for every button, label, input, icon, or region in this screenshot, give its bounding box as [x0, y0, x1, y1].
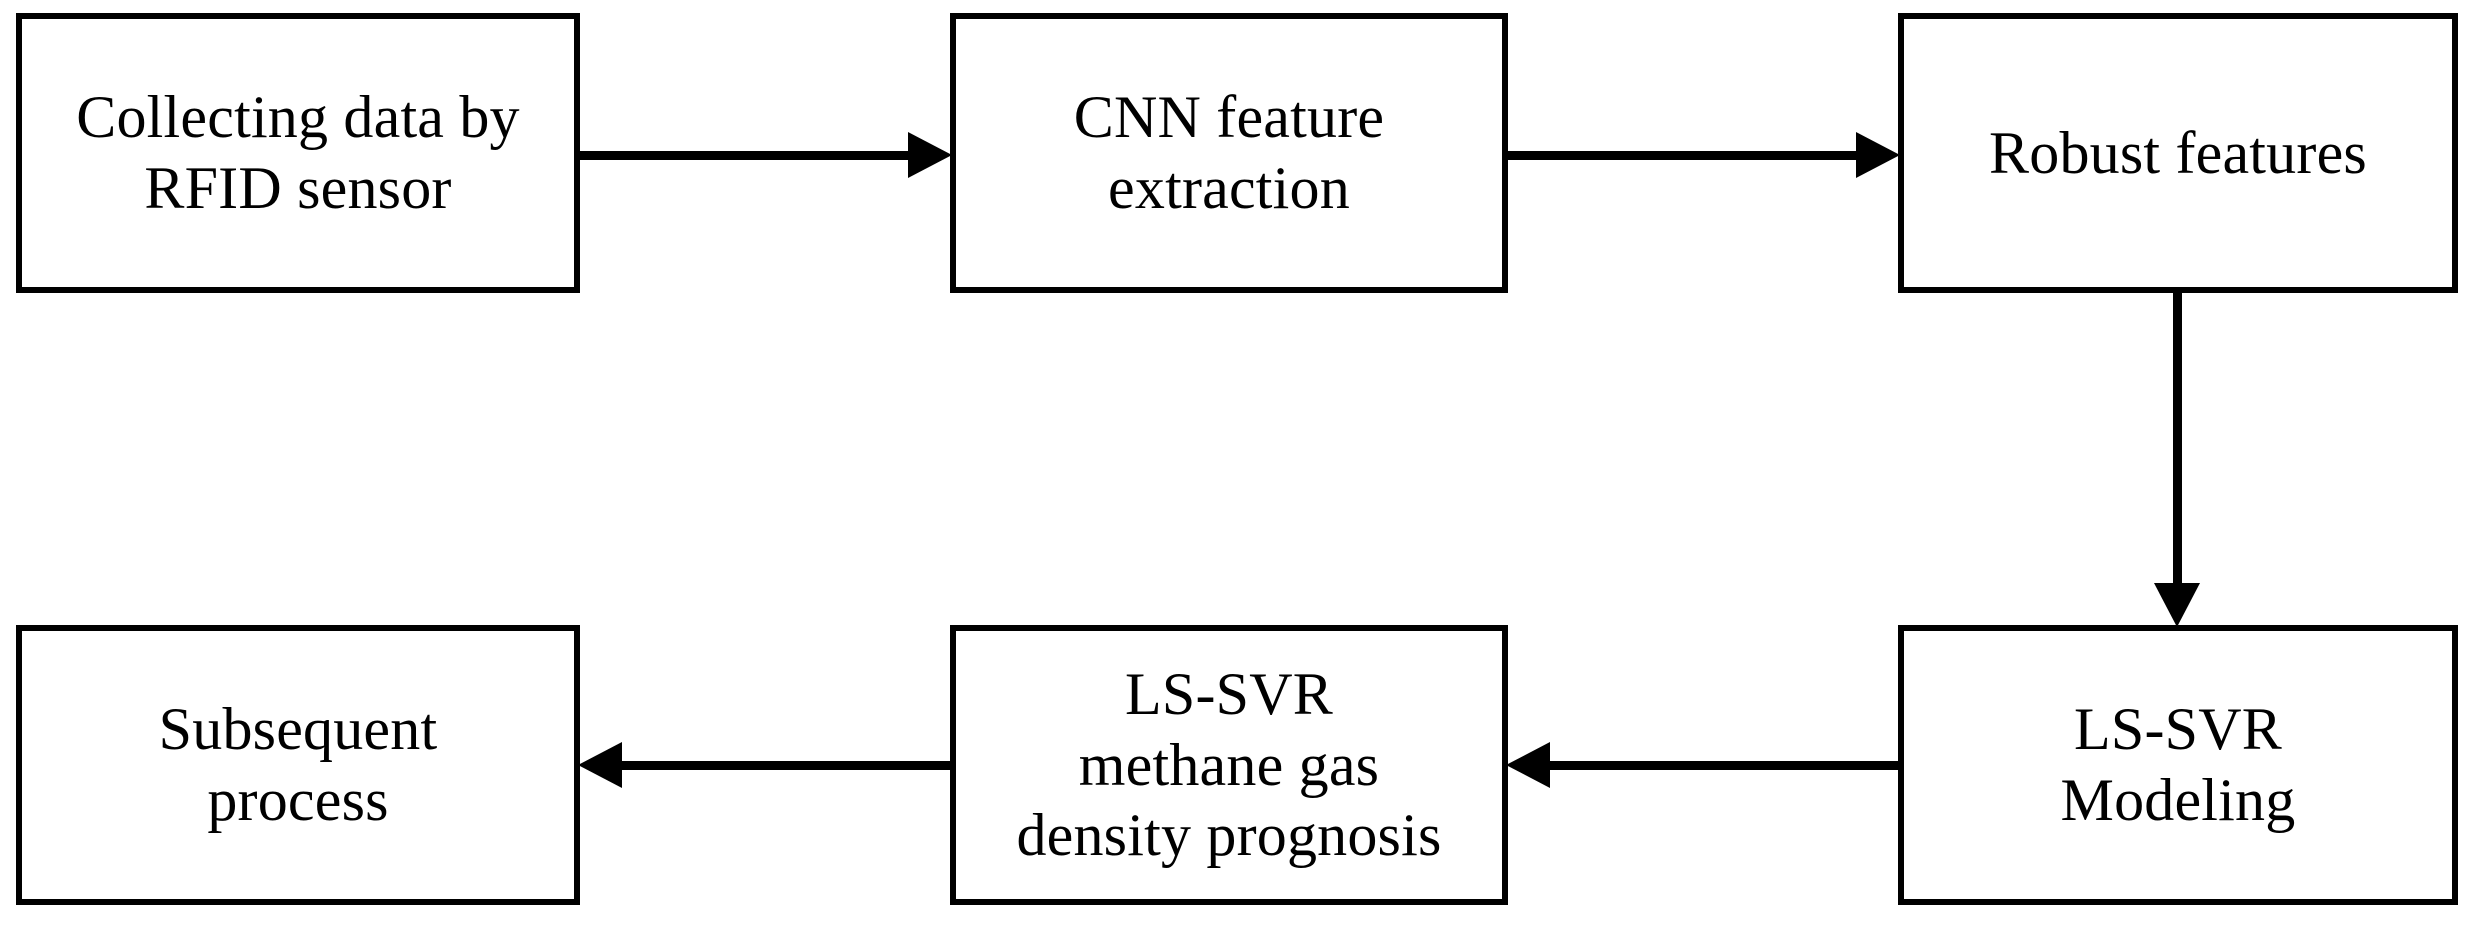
node-label-line: density prognosis — [1016, 802, 1442, 869]
arrowhead-right-icon — [1856, 132, 1900, 178]
edge-collect-to-cnn-arrow-right — [580, 132, 952, 178]
node-label-line: Collecting data by — [76, 84, 520, 151]
arrowhead-down-icon — [2154, 583, 2200, 627]
edge-shaft — [580, 151, 912, 160]
node-label-line: process — [207, 767, 389, 833]
node-label-line: CNN feature — [1073, 84, 1385, 151]
node-label-line: RFID sensor — [144, 155, 452, 221]
edge-robust-to-modeling-arrow-down — [2154, 291, 2200, 627]
node-label-modeling: LS-SVR Modeling — [1914, 694, 2442, 836]
edge-cnn-to-robust-arrow-right — [1508, 132, 1900, 178]
arrowhead-left-icon — [578, 742, 622, 788]
node-ls-svr-methane-gas-density-prognosis[interactable]: LS-SVR methane gas density prognosis — [950, 625, 1508, 905]
edge-prognosis-to-subsequent-arrow-left — [578, 742, 952, 788]
edge-shaft — [1508, 151, 1860, 160]
edge-shaft — [1546, 761, 1900, 770]
node-label-subsequent: Subsequent process — [32, 694, 564, 836]
edge-shaft — [2173, 291, 2182, 587]
node-ls-svr-modeling[interactable]: LS-SVR Modeling — [1898, 625, 2458, 905]
node-label-line: Robust features — [1989, 119, 2367, 186]
node-label-line: extraction — [1108, 155, 1350, 221]
node-robust-features[interactable]: Robust features — [1898, 13, 2458, 293]
arrowhead-left-icon — [1506, 742, 1550, 788]
node-label-line: Modeling — [2060, 767, 2296, 833]
node-label-line: LS-SVR — [2074, 696, 2282, 763]
node-label-collect: Collecting data by RFID sensor — [32, 82, 564, 224]
edge-modeling-to-prognosis-arrow-left — [1506, 742, 1900, 788]
node-cnn-feature-extraction[interactable]: CNN feature extraction — [950, 13, 1508, 293]
arrowhead-right-icon — [908, 132, 952, 178]
node-label-line: Subsequent — [158, 696, 438, 763]
node-label-line: methane gas — [1078, 731, 1380, 798]
node-label-prognosis: LS-SVR methane gas density prognosis — [966, 659, 1492, 871]
node-label-robust: Robust features — [1914, 118, 2442, 189]
node-collecting-data-by-rfid-sensor[interactable]: Collecting data by RFID sensor — [16, 13, 580, 293]
node-label-line: LS-SVR — [1125, 660, 1333, 727]
edge-shaft — [618, 761, 952, 770]
node-label-cnn: CNN feature extraction — [966, 82, 1492, 224]
node-subsequent-process[interactable]: Subsequent process — [16, 625, 580, 905]
